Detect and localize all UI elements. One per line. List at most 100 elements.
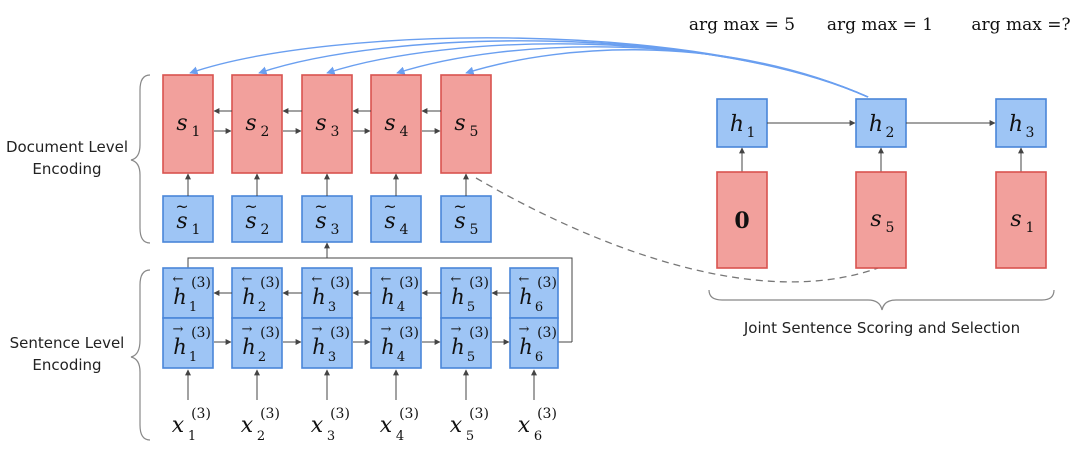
svg-text:4: 4 bbox=[397, 300, 405, 315]
svg-text:(3): (3) bbox=[260, 325, 280, 341]
svg-text:h: h bbox=[242, 285, 256, 309]
svg-text:s: s bbox=[245, 209, 256, 234]
svg-text:←: ← bbox=[242, 272, 253, 287]
doc-hidden-row: s 1 s 2 s 3 s 4 s 5 bbox=[162, 74, 492, 174]
sentence-level-label-line1: Sentence Level bbox=[10, 334, 125, 352]
svg-text:h: h bbox=[869, 112, 883, 137]
argmax-label-1: arg max = 5 bbox=[689, 15, 795, 35]
svg-text:(3): (3) bbox=[537, 325, 557, 341]
doc-recurrent-arrows bbox=[213, 108, 441, 134]
svg-text:h: h bbox=[173, 335, 187, 359]
backward-box-5: h ← 5 (3) bbox=[440, 267, 492, 319]
doc-hidden-box-5: s 5 bbox=[440, 74, 492, 174]
word-input-5: x 5 (3) bbox=[450, 406, 489, 444]
svg-text:h: h bbox=[519, 285, 533, 309]
svg-text:h: h bbox=[312, 285, 326, 309]
attention-arrows bbox=[189, 37, 869, 98]
svg-text:5: 5 bbox=[886, 220, 895, 236]
backward-box-3: h ← 3 (3) bbox=[301, 267, 353, 319]
svg-text:s: s bbox=[245, 111, 256, 136]
svg-text:→: → bbox=[381, 322, 392, 337]
document-brace bbox=[130, 74, 151, 244]
svg-text:←: ← bbox=[451, 272, 462, 287]
forward-box-3: h → 3 (3) bbox=[301, 317, 353, 369]
svg-text:s: s bbox=[870, 207, 881, 232]
svg-text:2: 2 bbox=[261, 124, 270, 140]
doc-input-box-2: s ~ 2 bbox=[231, 195, 283, 243]
svg-text:5: 5 bbox=[470, 124, 479, 140]
svg-text:h: h bbox=[451, 285, 465, 309]
svg-text:(3): (3) bbox=[330, 406, 350, 422]
word-input-2: x 2 (3) bbox=[241, 406, 280, 444]
svg-text:~: ~ bbox=[314, 197, 327, 216]
svg-text:(3): (3) bbox=[399, 325, 419, 341]
sentence-brace bbox=[130, 269, 151, 441]
selector-hidden-1: h 1 bbox=[716, 98, 768, 148]
svg-text:h: h bbox=[173, 285, 187, 309]
svg-text:5: 5 bbox=[467, 350, 475, 365]
svg-text:~: ~ bbox=[453, 197, 466, 216]
svg-text:6: 6 bbox=[535, 350, 543, 365]
svg-text:→: → bbox=[312, 322, 323, 337]
svg-text:→: → bbox=[173, 322, 184, 337]
svg-text:s: s bbox=[176, 111, 187, 136]
svg-text:(3): (3) bbox=[469, 325, 489, 341]
svg-text:~: ~ bbox=[244, 197, 257, 216]
joint-brace bbox=[708, 289, 1055, 311]
svg-text:x: x bbox=[450, 413, 463, 438]
svg-text:1: 1 bbox=[189, 350, 197, 365]
svg-text:x: x bbox=[241, 413, 254, 438]
svg-text:s: s bbox=[315, 209, 326, 234]
svg-text:s: s bbox=[454, 209, 465, 234]
svg-text:3: 3 bbox=[331, 222, 340, 238]
forward-box-5: h → 5 (3) bbox=[440, 317, 492, 369]
svg-text:h: h bbox=[381, 285, 395, 309]
selector-input-2: s 5 bbox=[855, 171, 907, 269]
svg-text:→: → bbox=[451, 322, 462, 337]
svg-text:4: 4 bbox=[396, 429, 404, 444]
selector-input-row: 0 s 5 s 1 bbox=[716, 171, 1047, 269]
svg-text:1: 1 bbox=[188, 429, 196, 444]
joint-selection-label: Joint Sentence Scoring and Selection bbox=[743, 319, 1020, 337]
doc-input-box-1: s ~ 1 bbox=[162, 195, 214, 243]
doc-hidden-box-2: s 2 bbox=[231, 74, 283, 174]
svg-text:s: s bbox=[176, 209, 187, 234]
sentence-level-label-line2: Encoding bbox=[32, 356, 101, 374]
sentence-recurrent-arrows bbox=[213, 290, 510, 345]
svg-text:s: s bbox=[384, 111, 395, 136]
svg-text:3: 3 bbox=[327, 429, 335, 444]
selector-recurrent-arrows bbox=[739, 120, 1024, 172]
selector-hidden-row: h 1 h 2 h 3 bbox=[716, 98, 1047, 148]
svg-text:x: x bbox=[311, 413, 324, 438]
svg-text:←: ← bbox=[381, 272, 392, 287]
svg-text:(3): (3) bbox=[537, 275, 557, 291]
svg-text:(3): (3) bbox=[399, 275, 419, 291]
argmax-label-2: arg max = 1 bbox=[827, 15, 933, 35]
svg-text:(3): (3) bbox=[469, 275, 489, 291]
sentence-backward-row: h ← 1 (3) h ← 2 (3) h ← 3 (3) h ← 4 (3) bbox=[162, 267, 559, 319]
forward-box-6: h → 6 (3) bbox=[509, 317, 559, 369]
svg-text:s: s bbox=[384, 209, 395, 234]
selector-hidden-3: h 3 bbox=[995, 98, 1047, 148]
svg-text:6: 6 bbox=[535, 300, 543, 315]
copy-dashed-link bbox=[475, 177, 879, 283]
svg-text:h: h bbox=[730, 112, 744, 137]
svg-text:x: x bbox=[172, 413, 185, 438]
svg-text:(3): (3) bbox=[191, 406, 211, 422]
svg-text:h: h bbox=[519, 335, 533, 359]
svg-text:2: 2 bbox=[886, 125, 895, 141]
svg-text:5: 5 bbox=[466, 429, 474, 444]
svg-text:(3): (3) bbox=[191, 325, 211, 341]
svg-text:6: 6 bbox=[534, 429, 542, 444]
svg-text:←: ← bbox=[173, 272, 184, 287]
svg-text:3: 3 bbox=[331, 124, 340, 140]
attention-arrow-s1 bbox=[189, 37, 869, 98]
word-input-6: x 6 (3) bbox=[518, 406, 557, 444]
attention-arrow-s5 bbox=[465, 49, 869, 98]
svg-text:2: 2 bbox=[257, 429, 265, 444]
svg-text:←: ← bbox=[312, 272, 323, 287]
svg-text:h: h bbox=[381, 335, 395, 359]
svg-text:h: h bbox=[451, 335, 465, 359]
word-input-row: x 1 (3) x 2 (3) x 3 (3) x 4 (3) x 5 (3) … bbox=[172, 406, 557, 444]
